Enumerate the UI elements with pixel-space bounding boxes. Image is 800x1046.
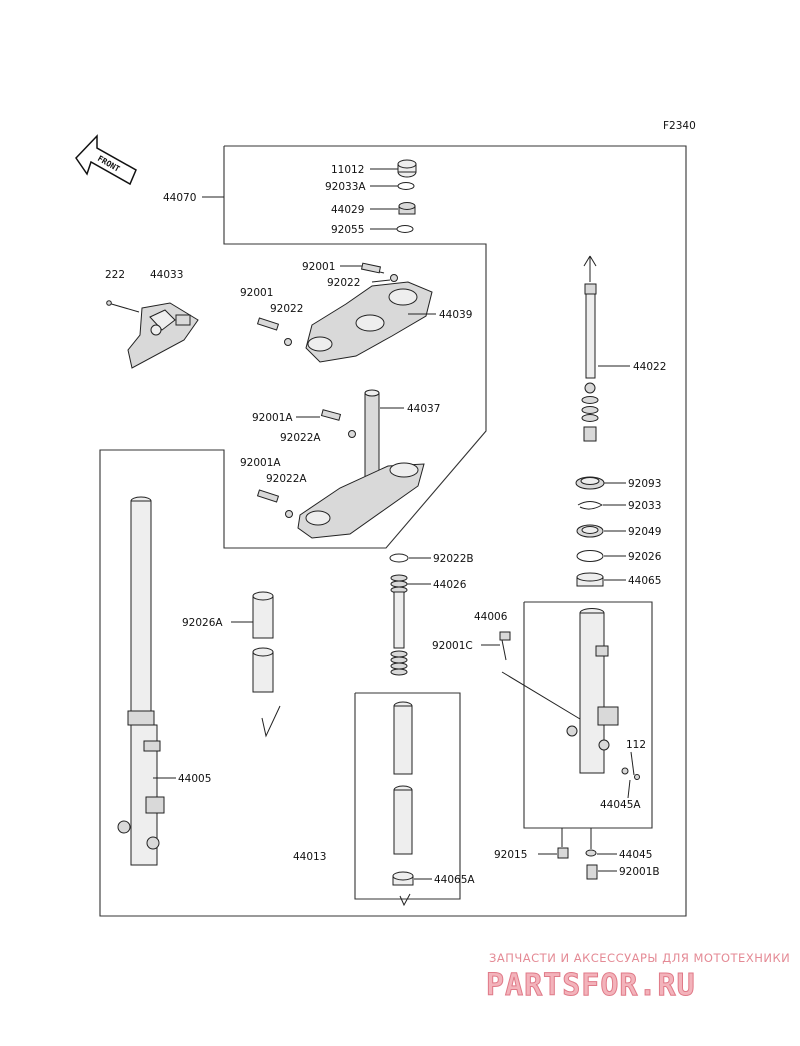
label-44045A: 44045A	[600, 799, 641, 811]
dust-seal-92093	[575, 476, 605, 490]
label-92015: 92015	[494, 849, 527, 861]
label-92022B: 92022B	[433, 553, 474, 565]
label-92022-left: 92022	[270, 303, 303, 315]
washer-44045	[585, 849, 597, 857]
bushing-44065	[576, 572, 604, 587]
label-92001B: 92001B	[619, 866, 660, 878]
label-92001A-upper: 92001A	[252, 412, 293, 424]
label-44026: 44026	[433, 579, 467, 591]
label-92022-upper: 92022	[327, 277, 360, 289]
label-92026A: 92026A	[182, 617, 223, 629]
label-44006: 44006	[474, 611, 508, 623]
watermark-logo: PARTSFOR.RU	[486, 968, 696, 1003]
label-11012: 11012	[331, 164, 364, 176]
label-92022A-lower: 92022A	[266, 473, 307, 485]
damper-rod-44013	[392, 701, 414, 907]
label-92022A-upper: 92022A	[280, 432, 321, 444]
upper-bracket-44039	[256, 262, 433, 363]
label-44045: 44045	[619, 849, 652, 861]
label-44033: 44033	[150, 269, 183, 281]
diagram-code: F2340	[663, 120, 696, 132]
label-92033A: 92033A	[325, 181, 366, 193]
bolt-92001B	[586, 864, 598, 880]
cap-11012	[397, 159, 417, 178]
label-44022: 44022	[633, 361, 666, 373]
leader-lines	[153, 168, 635, 880]
label-112: 112	[626, 739, 646, 751]
main-frame-outline	[99, 145, 687, 917]
label-92055: 92055	[331, 224, 364, 236]
outer-tube-44006	[499, 608, 640, 780]
watermark-tagline: ЗАПЧАСТИ И АКСЕССУАРЫ ДЛЯ МОТОТЕХНИКИ	[489, 951, 790, 965]
damper-frame	[354, 692, 461, 900]
label-44039: 44039	[439, 309, 472, 321]
label-92093: 92093	[628, 478, 661, 490]
label-44013: 44013	[293, 851, 326, 863]
spring-44026	[390, 574, 408, 676]
label-44029: 44029	[331, 204, 364, 216]
outer-tube-frame	[523, 601, 653, 829]
label-92049: 92049	[628, 526, 661, 538]
part-labels: 11012 92033A 44029 92055 44070 222 44033…	[105, 164, 666, 886]
label-44065: 44065	[628, 575, 661, 587]
spacer-92026A	[252, 591, 281, 738]
label-92001-upper: 92001	[302, 261, 335, 273]
label-44005: 44005	[178, 773, 211, 785]
clip-92033	[577, 501, 603, 510]
oil-seal-92049	[576, 524, 604, 538]
bracket-44033	[106, 300, 199, 369]
label-92033: 92033	[628, 500, 661, 512]
bushing-44065A	[392, 871, 414, 886]
lower-bracket-44037	[256, 389, 425, 539]
label-44070: 44070	[163, 192, 196, 204]
label-44065A: 44065A	[434, 874, 475, 886]
label-92001C: 92001C	[432, 640, 473, 652]
label-44037: 44037	[407, 403, 440, 415]
washer-92055	[396, 225, 414, 233]
label-92001A-lower: 92001A	[240, 457, 281, 469]
front-arrow-icon: FRONT	[75, 134, 137, 186]
washer-92026	[576, 550, 604, 562]
drain-bolt-92015	[557, 847, 569, 859]
nut-44029	[398, 202, 416, 215]
label-92026: 92026	[628, 551, 662, 563]
label-222: 222	[105, 269, 125, 281]
ring-92033A	[397, 182, 415, 190]
inner-tube-44005	[117, 496, 165, 866]
cartridge-44022	[581, 255, 599, 442]
label-92001-left: 92001	[240, 287, 273, 299]
washer-92022B	[389, 553, 409, 563]
